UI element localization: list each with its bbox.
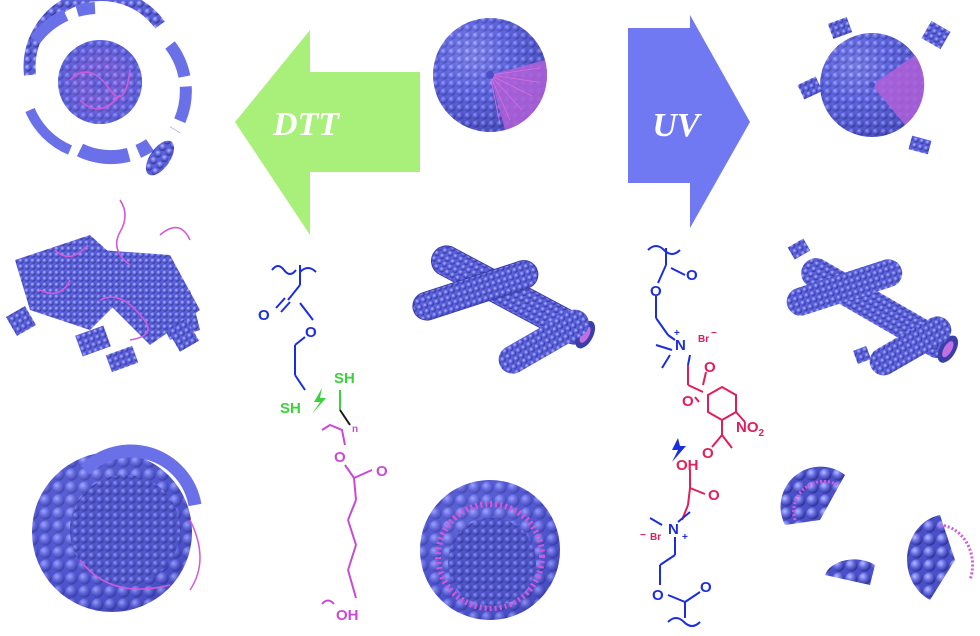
- dtt-thiol-left: SH: [280, 400, 301, 417]
- uv-oxygen-3: O: [704, 359, 716, 376]
- dtt-structure: O O SH SH n O O OH: [258, 265, 388, 624]
- dtt-oxygen-2: O: [305, 324, 317, 341]
- uv-nitrogen-2: N: [668, 521, 679, 538]
- lightning-icon: [672, 438, 686, 462]
- uv-oxygen-8: O: [700, 579, 712, 596]
- dtt-disrupted-nanotube: [5, 199, 200, 373]
- dtt-arrow: DTT: [235, 30, 420, 235]
- uv-oxygen-6: O: [708, 487, 720, 504]
- uv-minus-1: −: [711, 328, 717, 339]
- uv-nitro-group: NO2: [736, 419, 765, 439]
- uv-arrow-label: UV: [652, 107, 702, 144]
- intact-nanotube: [412, 245, 596, 374]
- dtt-terminal-oh: OH: [336, 607, 359, 624]
- uv-bromide-2: Br: [650, 532, 661, 543]
- uv-structure: O O N + Br − O O NO2 O OH O − Br: [640, 245, 765, 627]
- uv-disrupted-nanotube: [786, 238, 959, 376]
- uv-disrupted-micelle: [797, 17, 951, 155]
- uv-plus-1: +: [674, 328, 680, 339]
- uv-oxygen-7: O: [652, 587, 664, 604]
- uv-minus-2: −: [640, 530, 646, 541]
- uv-disrupted-vesicle: [780, 466, 975, 600]
- uv-nitrogen-1: N: [675, 337, 686, 354]
- uv-plus-2: +: [682, 532, 688, 543]
- uv-bromide-1: Br: [698, 334, 709, 345]
- uv-oxygen-5: O: [702, 445, 714, 462]
- dtt-thiol-right: SH: [334, 370, 355, 387]
- intact-micelle: [433, 18, 548, 132]
- dtt-disrupted-vesicle: [32, 444, 202, 612]
- dtt-oxygen-3: O: [334, 449, 346, 466]
- dtt-oxygen-4: O: [376, 463, 388, 480]
- uv-arrow-shape: [628, 15, 750, 228]
- dtt-arrow-label: DTT: [272, 106, 340, 143]
- uv-hydroxyl: OH: [676, 457, 699, 474]
- dtt-repeat-n: n: [352, 424, 358, 435]
- dtt-oxygen-1: O: [258, 307, 270, 324]
- intact-vesicle: [420, 480, 560, 620]
- lightning-icon: [312, 388, 326, 414]
- uv-oxygen-2: O: [650, 283, 662, 300]
- uv-oxygen-1: O: [686, 267, 698, 284]
- dtt-arrow-shape: [235, 30, 420, 235]
- uv-arrow: UV: [628, 15, 750, 228]
- uv-oxygen-4: O: [682, 393, 694, 410]
- dtt-disrupted-micelle: [23, 0, 192, 176]
